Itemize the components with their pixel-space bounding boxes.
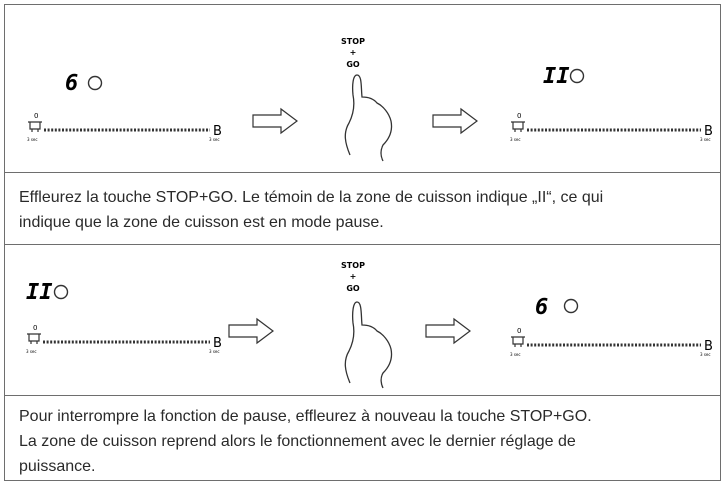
caption-line: Pour interrompre la fonction de pause, e… xyxy=(19,408,592,425)
pot-icon xyxy=(511,336,525,347)
stop-go-label: STOP xyxy=(341,261,365,270)
pause-indicator: II xyxy=(26,280,53,305)
arrow-right-icon xyxy=(228,317,274,345)
zone-indicator-icon xyxy=(87,75,103,91)
finger-press-icon xyxy=(344,74,393,162)
scale-sub-right: 3 sec xyxy=(209,349,220,354)
divider xyxy=(5,172,720,173)
scale-zero-label: 0 xyxy=(517,327,521,335)
arrow-right-icon xyxy=(252,107,298,135)
stop-go-plus: + xyxy=(350,48,357,57)
scale-sub-right: 3 sec xyxy=(209,137,220,142)
boost-label: B xyxy=(704,339,713,354)
illustration-pause-off: II 0 B 3 sec 3 sec STOP + GO 6 0 xyxy=(5,245,720,395)
scale-sub-right: 3 sec xyxy=(700,352,711,357)
instruction-table: 6 0 B 3 sec 3 sec STOP + GO II 0 xyxy=(4,4,721,481)
divider xyxy=(5,395,720,396)
pot-icon xyxy=(511,121,525,132)
pause-indicator: II xyxy=(543,64,570,89)
stop-go-go: GO xyxy=(346,60,360,69)
scale-sub-right: 3 sec xyxy=(700,137,711,142)
scale-zero-label: 0 xyxy=(517,112,521,120)
scale-sub-left: 3 sec xyxy=(26,349,37,354)
scale-sub-left: 3 sec xyxy=(510,137,521,142)
illustration-pause-on: 6 0 B 3 sec 3 sec STOP + GO II 0 xyxy=(5,5,720,172)
scale-sub-left: 3 sec xyxy=(510,352,521,357)
zone-indicator-icon xyxy=(569,68,585,84)
power-level-digit: 6 xyxy=(535,295,548,320)
stop-go-go: GO xyxy=(346,284,360,293)
caption-line: La zone de cuisson reprend alors le fonc… xyxy=(19,433,576,450)
zone-indicator-icon xyxy=(563,298,579,314)
caption-line: Effleurez la touche STOP+GO. Le témoin d… xyxy=(19,189,604,206)
caption-line: puissance. xyxy=(19,458,96,475)
scale-sub-left: 3 sec xyxy=(27,137,38,142)
stop-go-label: STOP xyxy=(341,37,365,46)
illustration-svg-1: 6 0 B 3 sec 3 sec STOP + GO II 0 xyxy=(27,37,713,162)
finger-press-icon xyxy=(344,301,393,389)
zone-indicator-icon xyxy=(53,284,69,300)
caption-pause-off: Pour interrompre la fonction de pause, e… xyxy=(5,404,720,479)
stop-go-plus: + xyxy=(350,272,357,281)
power-level-digit: 6 xyxy=(65,71,78,96)
illustration-svg-2: II 0 B 3 sec 3 sec STOP + GO 6 0 xyxy=(26,261,713,389)
divider xyxy=(5,244,720,245)
caption-pause-on: Effleurez la touche STOP+GO. Le témoin d… xyxy=(5,185,720,235)
boost-label: B xyxy=(213,336,222,351)
scale-zero-label: 0 xyxy=(34,112,38,120)
arrow-right-icon xyxy=(425,317,471,345)
boost-label: B xyxy=(704,124,713,139)
scale-zero-label: 0 xyxy=(33,324,37,332)
caption-line: indique que la zone de cuisson est en mo… xyxy=(19,214,384,231)
pot-icon xyxy=(27,333,41,344)
pot-icon xyxy=(28,121,42,132)
boost-label: B xyxy=(213,124,222,139)
arrow-right-icon xyxy=(432,107,478,135)
